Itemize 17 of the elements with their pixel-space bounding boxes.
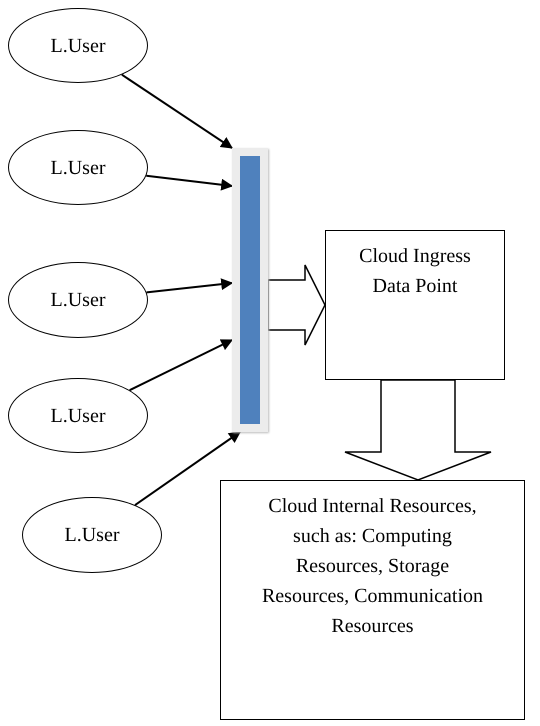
block-arrow [344,379,492,481]
block-arrow [267,264,326,346]
arrow [134,431,241,506]
arrow [146,174,234,191]
node-label: L.User [64,523,120,548]
arrow [129,339,234,392]
node-label: L.User [50,156,106,180]
node-label: Cloud Ingress Data Point [358,244,472,299]
bar [232,148,268,432]
process-box [220,480,525,720]
arrow [121,74,233,149]
node-label: L.User [50,34,106,58]
process-box [325,230,505,380]
node-label: L.User [50,288,106,313]
arrow [146,278,234,294]
node-label: Cloud Internal Resources, such as: Computing Resources, Storage Resources, Communication Resources [261,494,484,639]
node-label: L.User [50,404,106,428]
